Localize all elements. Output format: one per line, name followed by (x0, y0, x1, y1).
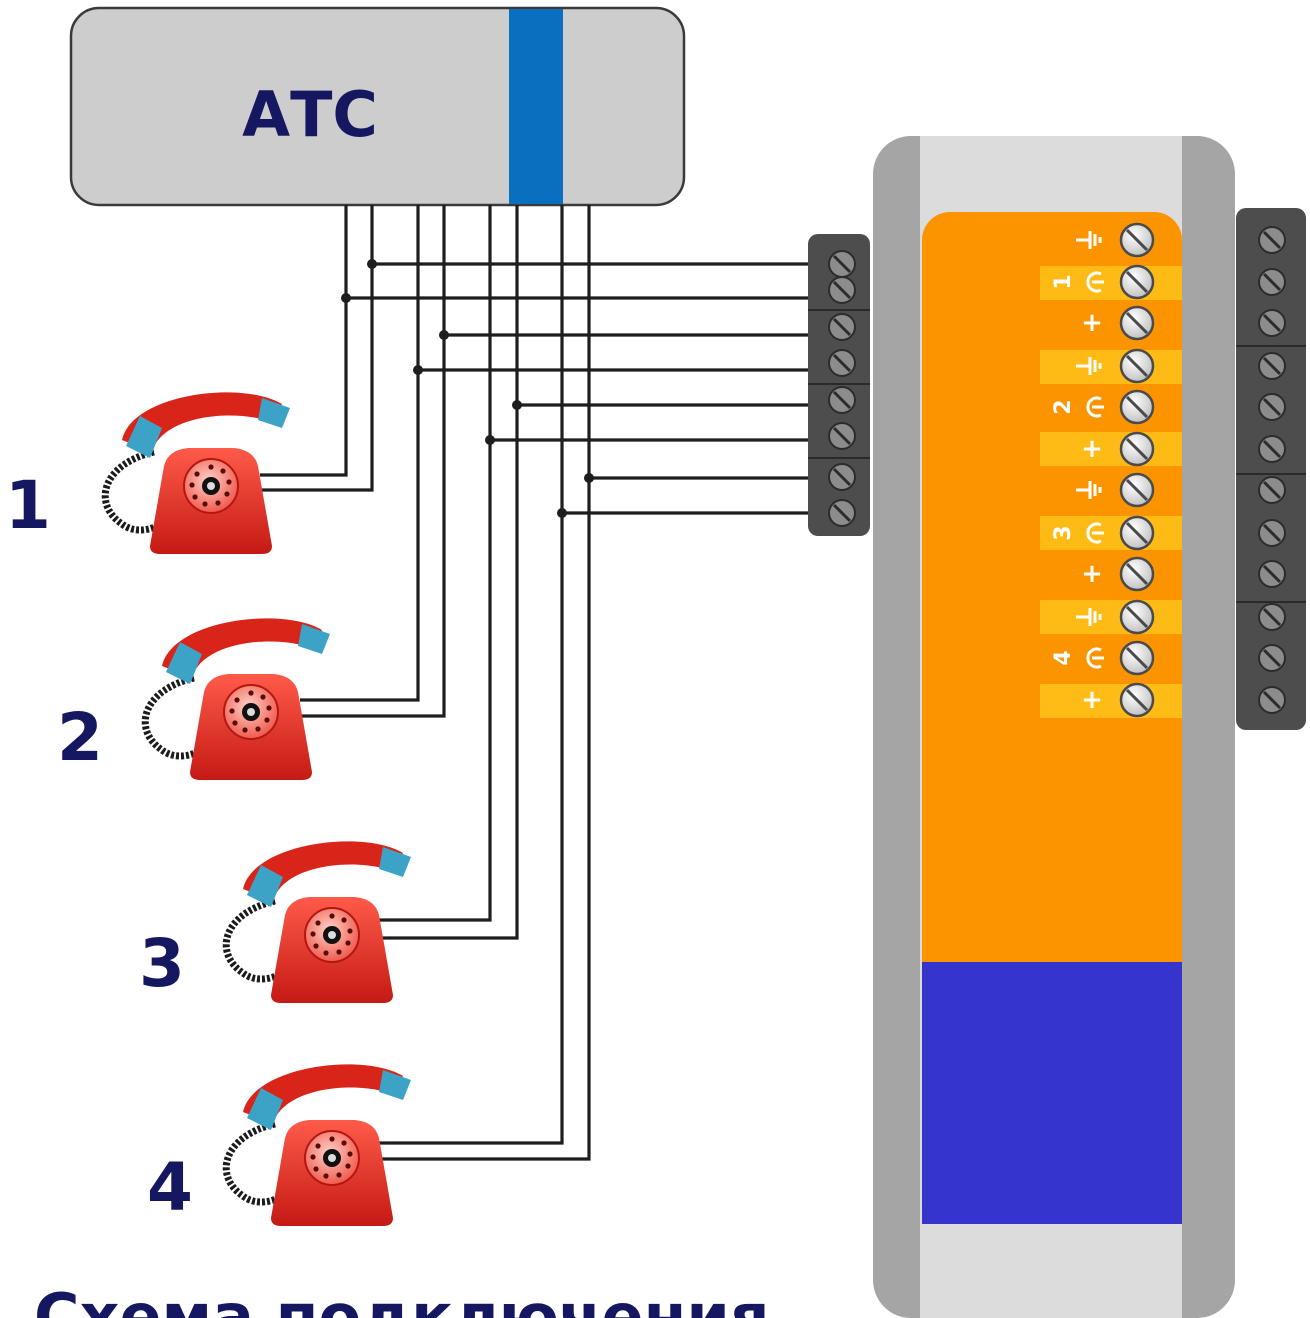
device-group-1-number: 1 (1051, 274, 1076, 289)
device-panel-blue (922, 962, 1182, 1224)
pbx-unit: АТС (69, 6, 686, 207)
device-group-3-number: 3 (1051, 525, 1076, 540)
pbx-label: АТС (242, 78, 378, 151)
device-group-2-number: 2 (1051, 399, 1076, 414)
device-group-2-plus: + (1081, 434, 1103, 464)
telephone-1-icon (105, 392, 290, 554)
device-group-4-plus: + (1081, 685, 1103, 715)
telephone-3-number: 3 (139, 925, 185, 1002)
telephone-2: 2 (57, 618, 330, 780)
telephone-4-icon (226, 1064, 411, 1226)
right-terminal-block (1236, 208, 1306, 730)
device-group-4-number: 4 (1051, 650, 1076, 665)
wire-junctions (341, 259, 594, 518)
telephone-1: 1 (5, 392, 290, 554)
telephone-1-number: 1 (5, 467, 51, 544)
telephone-2-number: 2 (57, 699, 103, 776)
telephone-4: 4 (147, 1064, 411, 1226)
diagram-caption: Схема подключения (34, 1280, 770, 1318)
device-group-3-plus: + (1081, 559, 1103, 589)
telephone-3-icon (226, 841, 411, 1003)
wiring (260, 205, 815, 1161)
gsm-extender-device: 1 + 2 + 3 + 4 + (873, 136, 1235, 1318)
left-terminal-block (808, 234, 870, 536)
device-input-group-1: 1 + (1051, 229, 1106, 338)
device-input-group-2: 2 + (1051, 355, 1106, 464)
device-input-group-4: 4 + (1051, 606, 1106, 715)
telephone-3: 3 (139, 841, 411, 1003)
device-input-group-3: 3 + (1051, 479, 1106, 589)
device-group-1-plus: + (1081, 308, 1103, 338)
telephone-4-number: 4 (147, 1149, 193, 1226)
